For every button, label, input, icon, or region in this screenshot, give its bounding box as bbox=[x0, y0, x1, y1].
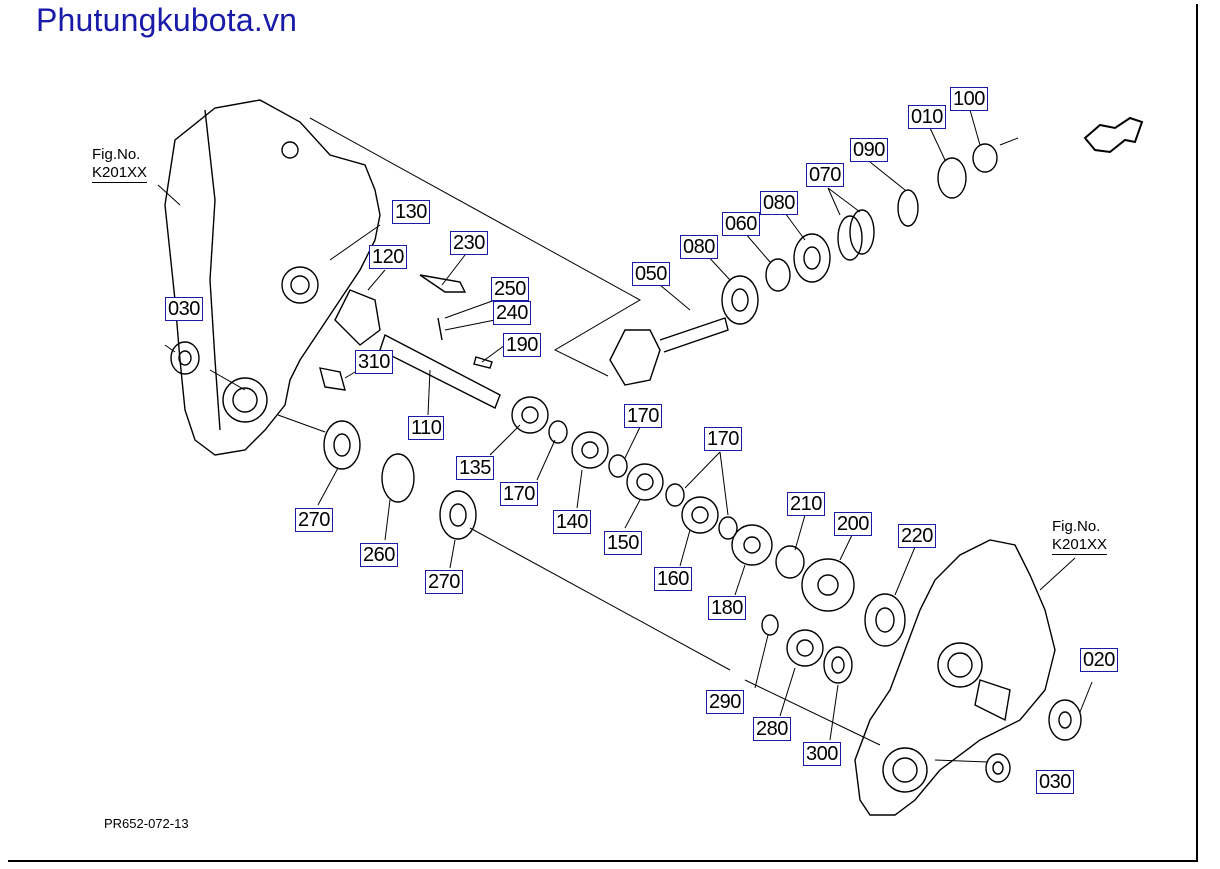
part-label-100[interactable]: 100 bbox=[950, 87, 988, 111]
part-label-170-b[interactable]: 170 bbox=[704, 427, 742, 451]
part-label-170-c[interactable]: 170 bbox=[500, 482, 538, 506]
part-label-060[interactable]: 060 bbox=[722, 212, 760, 236]
part-label-090[interactable]: 090 bbox=[850, 138, 888, 162]
part-label-260[interactable]: 260 bbox=[360, 543, 398, 567]
part-label-110[interactable]: 110 bbox=[408, 416, 445, 440]
part-label-270-left[interactable]: 270 bbox=[295, 508, 333, 532]
part-label-230[interactable]: 230 bbox=[450, 231, 488, 255]
part-label-050[interactable]: 050 bbox=[632, 262, 670, 286]
left-housing bbox=[164, 99, 381, 456]
right-housing bbox=[854, 539, 1056, 816]
part-label-180[interactable]: 180 bbox=[708, 596, 746, 620]
brand-watermark: Phutungkubota.vn bbox=[36, 2, 298, 38]
part-label-280[interactable]: 280 bbox=[753, 717, 791, 741]
part-label-020[interactable]: 020 bbox=[1080, 648, 1118, 672]
fig-ref-right: Fig.No. K201XX bbox=[1052, 518, 1108, 555]
part-label-190[interactable]: 190 bbox=[503, 333, 541, 357]
part-label-130[interactable]: 130 bbox=[392, 200, 430, 224]
part-label-310[interactable]: 310 bbox=[355, 350, 393, 374]
part-label-140[interactable]: 140 bbox=[553, 510, 591, 534]
part-label-070[interactable]: 070 bbox=[806, 163, 844, 187]
part-label-080-lower[interactable]: 080 bbox=[680, 235, 718, 259]
part-label-240[interactable]: 240 bbox=[493, 301, 531, 325]
fig-ref-left: Fig.No. K201XX bbox=[92, 146, 148, 183]
part-label-030-right[interactable]: 030 bbox=[1036, 770, 1074, 794]
part-label-220[interactable]: 220 bbox=[898, 524, 936, 548]
shaft-110 bbox=[379, 333, 501, 409]
part-label-080-upper[interactable]: 080 bbox=[760, 191, 798, 215]
part-label-270-right[interactable]: 270 bbox=[425, 570, 463, 594]
part-label-250[interactable]: 250 bbox=[491, 277, 529, 301]
drawing-frame bbox=[8, 4, 1198, 862]
part-label-170-a[interactable]: 170 bbox=[624, 404, 662, 428]
bevel-pinion-050 bbox=[609, 329, 661, 386]
part-label-300[interactable]: 300 bbox=[803, 742, 841, 766]
part-label-120[interactable]: 120 bbox=[369, 245, 407, 269]
part-label-200[interactable]: 200 bbox=[834, 512, 872, 536]
part-label-010[interactable]: 010 bbox=[908, 105, 946, 129]
direction-arrow-icon bbox=[1083, 116, 1144, 154]
part-label-290[interactable]: 290 bbox=[706, 690, 744, 714]
part-label-150[interactable]: 150 bbox=[604, 531, 642, 555]
part-label-210[interactable]: 210 bbox=[787, 492, 825, 516]
bevel-gear-120 bbox=[334, 289, 381, 346]
part-label-030-left[interactable]: 030 bbox=[165, 297, 203, 321]
part-label-160[interactable]: 160 bbox=[654, 567, 692, 591]
part-label-135[interactable]: 135 bbox=[456, 456, 494, 480]
drawing-code: PR652-072-13 bbox=[104, 816, 189, 831]
